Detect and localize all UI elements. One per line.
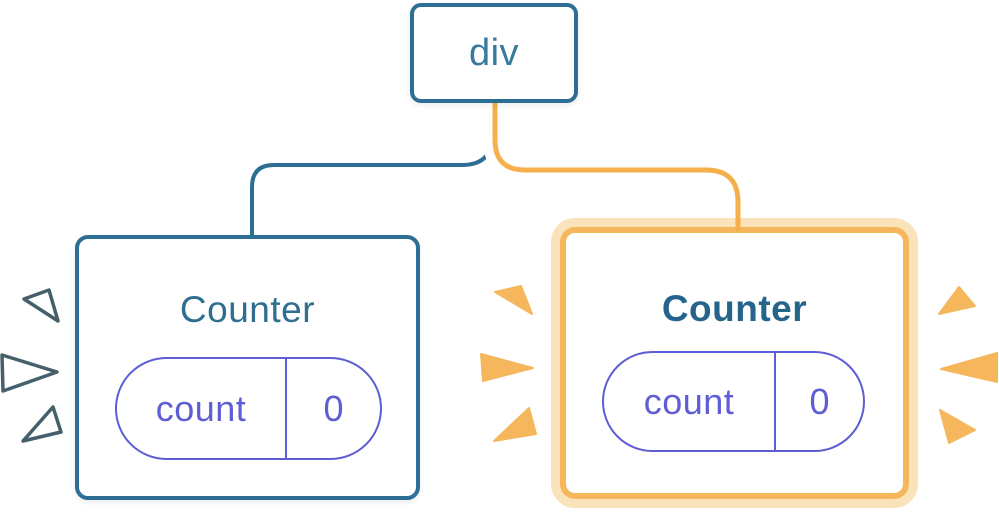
spark-icon [940,352,998,383]
counter-title: Counter [661,288,808,329]
spark-icon [21,405,63,443]
burst-left-group [0,288,63,443]
burst-right-outer-group [938,286,998,444]
burst-right-inner-group [480,285,537,442]
spark-icon [494,285,533,315]
spark-icon [939,409,976,444]
connector-right-pipe [483,103,750,221]
root-node: div [410,3,578,103]
spark-icon [22,288,60,323]
counter-card-left: Counter count 0 [75,235,420,500]
connector-left-edge [250,103,494,237]
state-value-cell: 0 [323,387,344,429]
state-pill: count 0 [115,357,382,460]
counter-card-right: Counter count 0 [560,227,909,499]
spark-icon [493,407,537,442]
root-node-label: div [468,31,520,74]
state-key-cell: count [604,353,776,450]
state-pill: count 0 [602,351,865,452]
spark-icon [938,286,976,315]
spark-icon [0,353,59,393]
state-value-cell: 0 [809,380,830,422]
state-key-cell: count [117,359,287,458]
counter-card-right-glow: Counter count 0 [551,218,918,508]
spark-icon [480,353,534,382]
counter-title: Counter [179,289,316,330]
connector-right-core [492,103,741,221]
